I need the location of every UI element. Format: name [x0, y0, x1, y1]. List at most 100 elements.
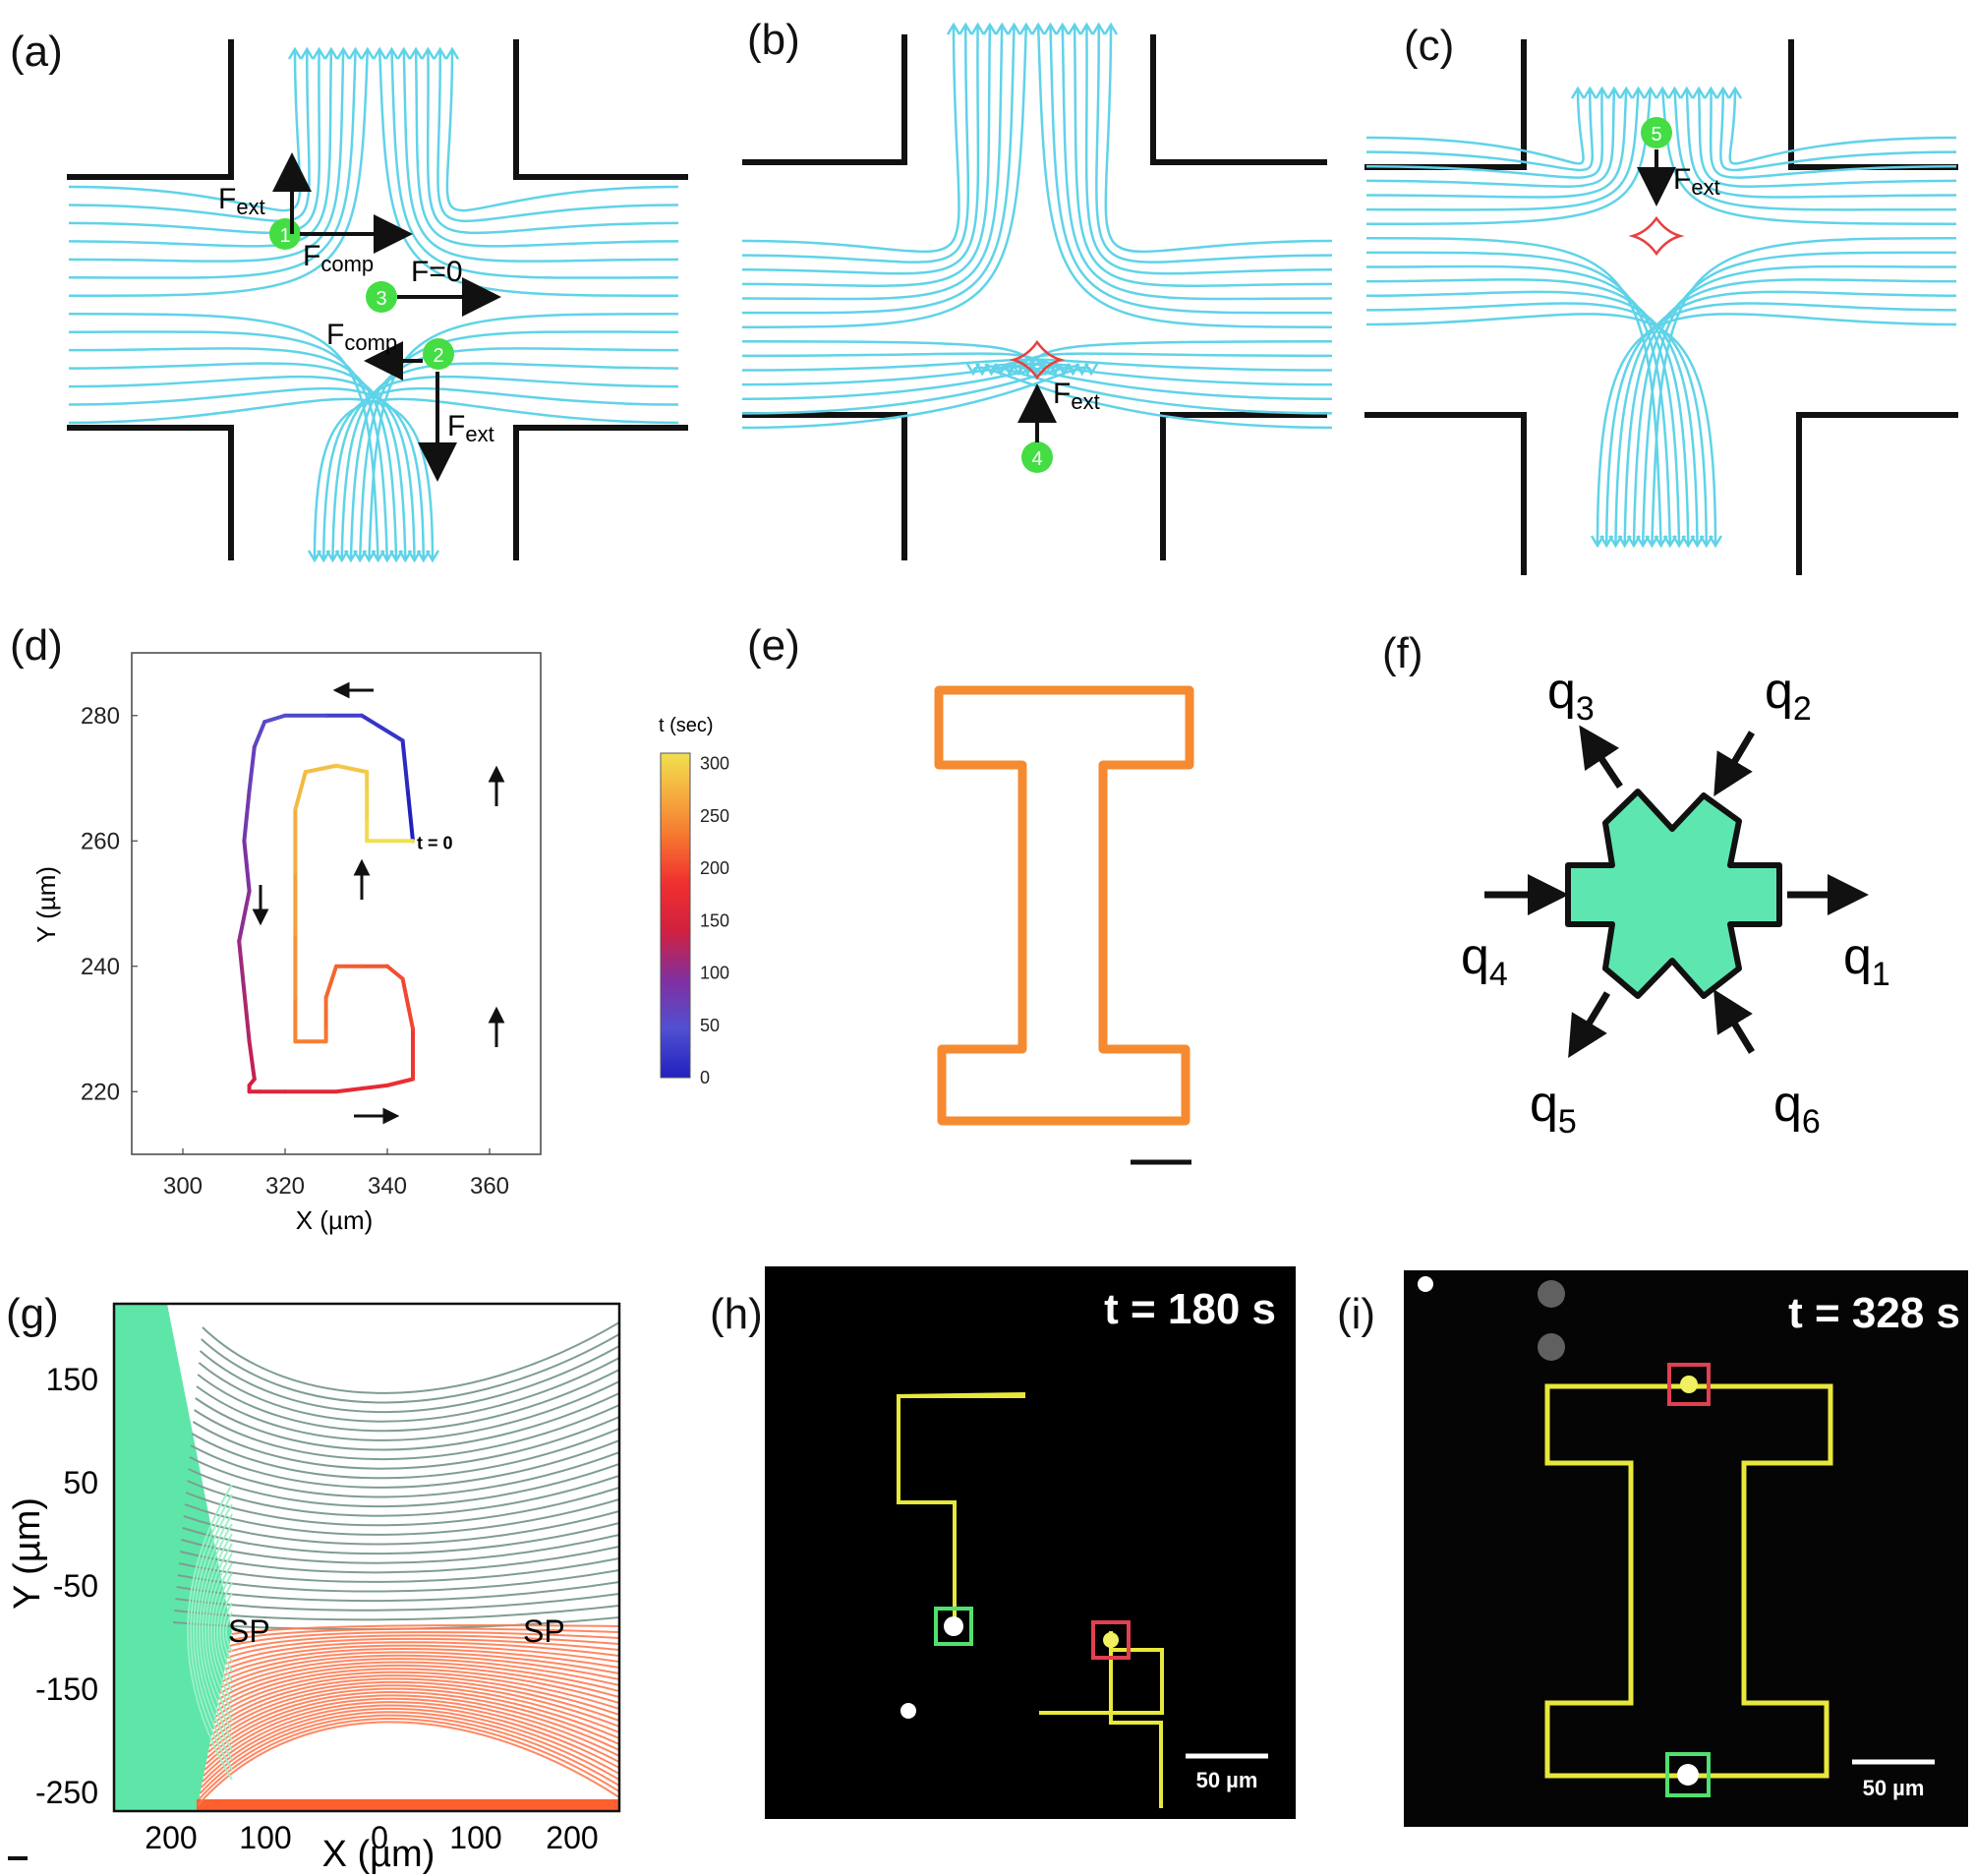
streamline — [1623, 278, 1957, 547]
contour-inlet — [222, 1602, 233, 1663]
svg-text:5: 5 — [1651, 124, 1661, 146]
streamline — [349, 347, 679, 561]
sp-label-left: SP — [228, 1613, 270, 1649]
contour-lower — [229, 1631, 619, 1647]
streamline — [1365, 88, 1628, 199]
contour-inlet — [196, 1513, 233, 1751]
streamline — [1365, 313, 1717, 547]
contour-lower — [199, 1714, 619, 1794]
x-tick-label: 340 — [368, 1173, 407, 1200]
contour-upper — [194, 1404, 619, 1461]
svg-text:100: 100 — [449, 1820, 501, 1855]
stream-arrow — [1083, 363, 1099, 377]
svg-text:3: 3 — [376, 288, 386, 310]
streamline — [1709, 88, 1957, 179]
stream-arrow — [1031, 22, 1046, 35]
streamline — [1084, 24, 1333, 275]
trajectory-segment — [237, 889, 252, 944]
contour-inlet — [199, 1523, 233, 1741]
contour-upper — [198, 1357, 619, 1423]
contour-upper — [179, 1546, 619, 1574]
streamline — [1641, 251, 1957, 547]
streamline — [368, 312, 679, 561]
contour-upper — [197, 1369, 619, 1433]
panel-label-f: (f) — [1382, 629, 1423, 677]
svg-text:100: 100 — [239, 1820, 291, 1855]
contour-upper — [184, 1498, 619, 1536]
contour-inlet — [207, 1553, 233, 1712]
streamline — [313, 397, 679, 561]
contour-lower — [208, 1687, 619, 1747]
y-tick-label: 260 — [81, 828, 120, 854]
q6-arrow — [1713, 989, 1755, 1054]
trajectory-segment — [237, 939, 247, 994]
stream-arrow — [1692, 86, 1707, 99]
streamline — [1614, 290, 1957, 547]
channel-walls — [67, 39, 688, 560]
streamline — [741, 24, 960, 254]
contour-upper — [199, 1345, 619, 1414]
stream-arrow — [946, 22, 961, 35]
colorbar-tick-label: 0 — [700, 1068, 710, 1087]
svg-text:150: 150 — [46, 1362, 98, 1397]
streamline — [1365, 251, 1672, 547]
trajectory-left — [897, 1391, 1025, 1631]
stream-arrow — [1606, 86, 1621, 99]
streamlines — [68, 46, 679, 563]
trajectory-segment — [334, 1083, 389, 1094]
x-tick-label: 320 — [265, 1173, 305, 1200]
streamline — [1632, 264, 1957, 547]
stream-arrow — [300, 46, 315, 60]
colorbar-tick-label: 200 — [700, 858, 729, 878]
contour-lower — [228, 1634, 619, 1653]
stream-arrow — [1704, 86, 1718, 99]
svg-text:-50: -50 — [53, 1568, 98, 1604]
contour-upper — [201, 1333, 619, 1404]
stream-arrow — [1079, 22, 1094, 35]
x-tick-label: 360 — [470, 1173, 509, 1200]
streamline — [1365, 88, 1585, 165]
stream-arrow — [1007, 22, 1021, 35]
contour-lower — [198, 1718, 619, 1800]
panel-b-flow-field: 4 Fext — [741, 22, 1333, 560]
contour-upper — [178, 1557, 619, 1583]
q3-label: q3 — [1547, 663, 1595, 728]
tracked-particle-red — [1091, 1620, 1131, 1660]
streamline — [390, 48, 679, 279]
panel-c-flow-field: 5 Fext — [1364, 39, 1958, 575]
scale-label: 50 µm — [1196, 1768, 1258, 1792]
colorbar-tick-label: 250 — [700, 806, 729, 826]
q2-arrow — [1713, 731, 1756, 797]
panel-i-microscopy: t = 328 s 50 µm — [1404, 1270, 1968, 1827]
y-tick-label: 240 — [81, 954, 120, 980]
particle-2: 2 — [423, 338, 454, 370]
svg-text:200: 200 — [145, 1820, 197, 1855]
streamline — [340, 362, 679, 561]
panel-a-flow-field: 1 3 2 Fext Fcomp F=0 Fcomp Fext — [67, 39, 688, 563]
contour-upper — [196, 1380, 619, 1441]
stream-arrow — [384, 46, 399, 60]
contour-inlet — [204, 1543, 233, 1722]
streamline — [68, 48, 302, 212]
streamline — [68, 48, 311, 223]
streamline — [741, 24, 1016, 315]
contour-lower — [220, 1654, 619, 1688]
stream-arrow — [1018, 22, 1033, 35]
trajectory-segment — [293, 770, 308, 812]
streamline — [1365, 88, 1604, 179]
y-ticks: 150 50 -50 -150 -250 — [35, 1362, 98, 1810]
particle-5: 5 — [1641, 117, 1672, 148]
q3-arrow — [1579, 725, 1623, 789]
svg-text:50: 50 — [63, 1465, 98, 1500]
tracked-particle-green — [1665, 1752, 1711, 1797]
trajectory-segment — [385, 1077, 415, 1087]
stream-arrow — [425, 550, 440, 563]
panel-label-c: (c) — [1404, 22, 1455, 70]
contour-lower — [203, 1704, 619, 1777]
plot-frame — [131, 652, 542, 1155]
stream-arrow — [433, 46, 447, 60]
contour-upper — [181, 1534, 619, 1564]
contour-lower — [214, 1671, 619, 1718]
